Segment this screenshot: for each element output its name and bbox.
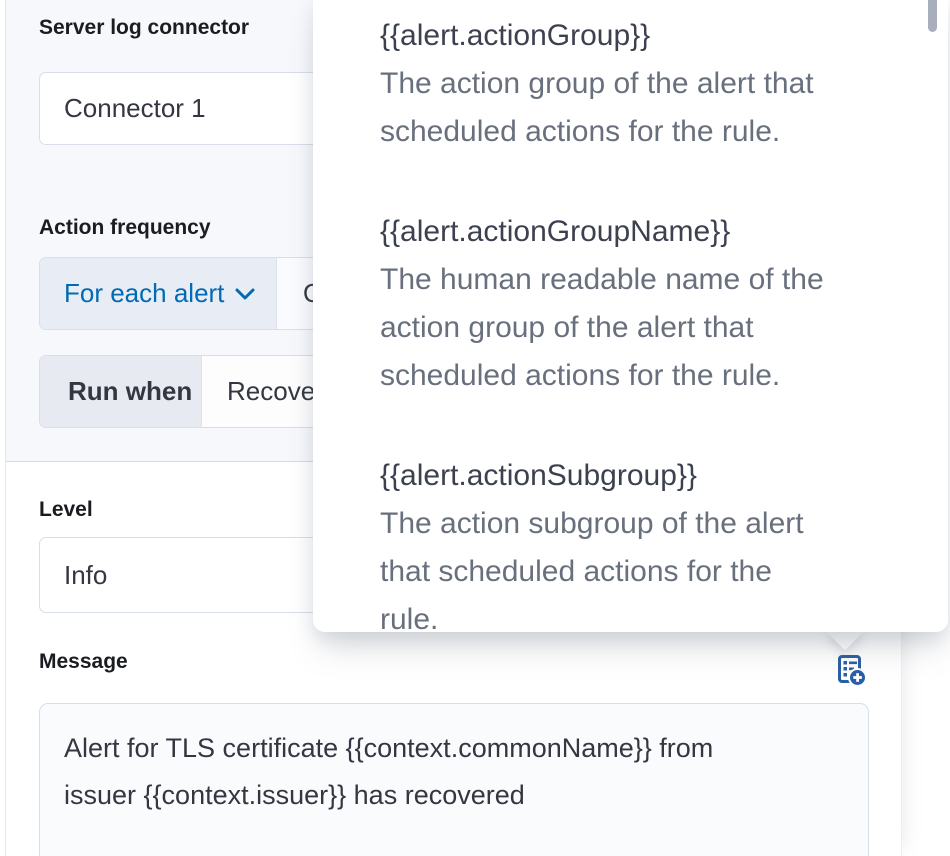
add-variable-icon — [836, 654, 867, 689]
variable-name: {{alert.actionSubgroup}} — [380, 459, 697, 492]
level-label: Level — [39, 498, 93, 521]
run-when-prepend: Run when — [40, 356, 202, 427]
popover-scrollbar[interactable] — [928, 0, 937, 32]
list-item-alert-actionGroupName[interactable]: {{alert.actionGroupName}} The human read… — [380, 208, 892, 400]
message-line: Alert for TLS certificate {{context.comm… — [64, 733, 714, 763]
variables-list: {{alert.actionGroup}} The action group o… — [380, 12, 892, 632]
run-when-label: Run when — [68, 376, 193, 406]
notify-for-each-alert-label: For each alert — [64, 278, 225, 308]
server-log-connector-title: Server log connector — [39, 16, 250, 39]
variable-description-line: rule. — [380, 603, 439, 632]
level-select-value: Info — [64, 559, 108, 590]
variable-description-line: action group of the alert that — [380, 311, 754, 344]
list-item-alert-actionSubgroup[interactable]: {{alert.actionSubgroup}} The action subg… — [380, 452, 892, 632]
variable-description-line: The action subgroup of the alert — [380, 507, 804, 540]
add-message-variable-button[interactable] — [836, 654, 867, 689]
connector-select-value: Connector 1 — [64, 93, 206, 123]
variable-description-line: that scheduled actions for the — [380, 555, 772, 588]
variable-description-line: scheduled actions for the rule. — [380, 359, 781, 392]
variable-description-line: The human readable name of the — [380, 263, 824, 296]
list-item-alert-actionGroup[interactable]: {{alert.actionGroup}} The action group o… — [380, 12, 892, 156]
message-label: Message — [39, 650, 128, 673]
chevron-down-icon — [234, 287, 256, 301]
action-frequency-label: Action frequency — [39, 216, 211, 239]
variable-description-line: The action group of the alert that — [380, 67, 814, 100]
message-variables-popover: {{alert.actionGroup}} The action group o… — [313, 0, 948, 632]
notify-for-each-alert-button[interactable]: For each alert — [40, 258, 277, 329]
message-line: issuer {{context.issuer}} has recovered — [64, 780, 525, 810]
variable-description-line: scheduled actions for the rule. — [380, 115, 781, 148]
variable-name: {{alert.actionGroup}} — [380, 19, 651, 52]
variable-name: {{alert.actionGroupName}} — [380, 215, 731, 248]
message-textarea[interactable]: Alert for TLS certificate {{context.comm… — [39, 703, 869, 856]
